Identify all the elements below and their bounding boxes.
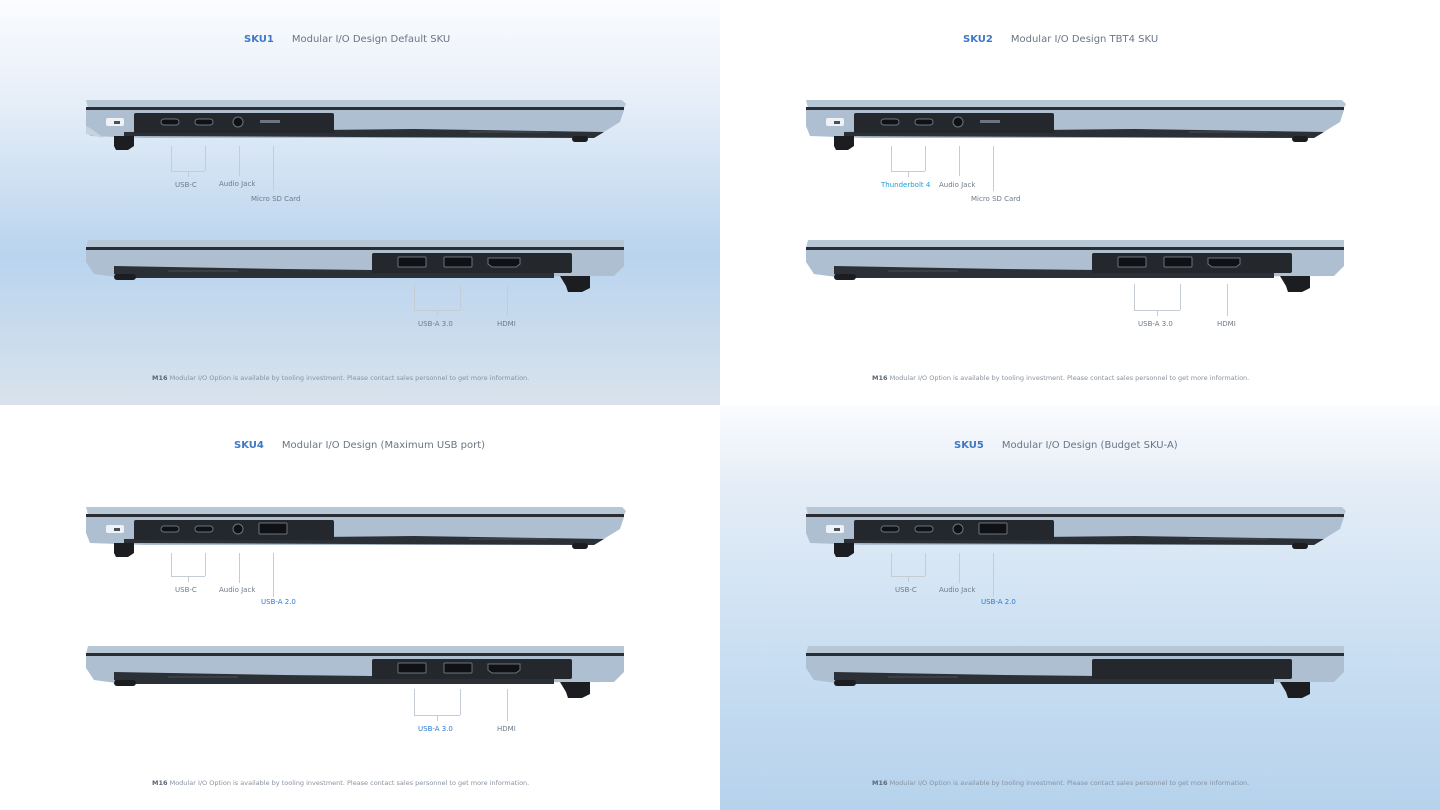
- label-micro-sd: Micro SD Card: [971, 195, 1021, 203]
- usb-c-port-icon: [880, 525, 900, 533]
- usb-c-port-icon: [914, 525, 934, 533]
- footer-note: M16 Modular I/O Option is available by t…: [872, 374, 1250, 382]
- label-hdmi: HDMI: [497, 320, 516, 328]
- footer-note: M16 Modular I/O Option is available by t…: [872, 779, 1250, 787]
- footer-note: M16 Modular I/O Option is available by t…: [152, 779, 530, 787]
- audio-jack-icon: [952, 523, 964, 535]
- usb-c-port-icon: [880, 118, 900, 126]
- usb-a-port-icon: [443, 256, 473, 268]
- label-usb-a-2: USB-A 2.0: [981, 598, 1016, 606]
- usb-c-port-icon: [160, 118, 180, 126]
- hdmi-port-icon: [487, 663, 521, 674]
- label-audio-jack: Audio Jack: [939, 181, 976, 189]
- label-audio-jack: Audio Jack: [939, 586, 976, 594]
- panel-sku2: SKU2 Modular I/O Design TBT4 SKU: [720, 0, 1440, 405]
- audio-jack-icon: [232, 116, 244, 128]
- usb-a-port-icon: [397, 662, 427, 674]
- sku-description: Modular I/O Design Default SKU: [291, 34, 451, 45]
- panel-sku1: SKU1 Modular I/O Design Default SKU: [0, 0, 720, 405]
- usb-c-port-icon: [194, 525, 214, 533]
- microsd-slot-icon: [260, 120, 280, 123]
- laptop-left-side-icon: [84, 503, 626, 563]
- sku-code: SKU2: [963, 34, 993, 45]
- audio-jack-icon: [232, 523, 244, 535]
- label-usb-a-3: USB-A 3.0: [1138, 320, 1173, 328]
- microsd-slot-icon: [980, 120, 1000, 123]
- panel-title: SKU2 Modular I/O Design TBT4 SKU: [963, 34, 1158, 45]
- usb-c-port-icon: [914, 118, 934, 126]
- label-audio-jack: Audio Jack: [219, 586, 256, 594]
- laptop-left-side-icon: [84, 96, 626, 156]
- label-usb-c: USB-C: [175, 181, 197, 189]
- laptop-right-side-icon: [84, 236, 626, 296]
- usb-a-port-icon: [443, 662, 473, 674]
- sku-code: SKU1: [244, 34, 274, 45]
- label-usb-a-3: USB-A 3.0: [418, 320, 453, 328]
- hdmi-port-icon: [1207, 257, 1241, 268]
- usb-c-port-icon: [160, 525, 180, 533]
- label-usb-a-2: USB-A 2.0: [261, 598, 296, 606]
- sku-code: SKU5: [954, 440, 984, 451]
- audio-jack-icon: [952, 116, 964, 128]
- usb-a-port-icon: [397, 256, 427, 268]
- panel-sku4: SKU4 Modular I/O Design (Maximum USB port…: [0, 405, 720, 810]
- usb-a-port-icon: [258, 522, 288, 535]
- label-audio-jack: Audio Jack: [219, 180, 256, 188]
- laptop-left-side-icon: [804, 503, 1346, 563]
- usb-a-port-icon: [1117, 256, 1147, 268]
- usb-a-port-icon: [1163, 256, 1193, 268]
- label-micro-sd: Micro SD Card: [251, 195, 301, 203]
- panel-title: SKU4 Modular I/O Design (Maximum USB port…: [234, 440, 485, 451]
- label-hdmi: HDMI: [1217, 320, 1236, 328]
- sku-code: SKU4: [234, 440, 264, 451]
- sku-description: Modular I/O Design TBT4 SKU: [1010, 34, 1159, 45]
- panel-title: SKU1 Modular I/O Design Default SKU: [244, 34, 450, 45]
- label-hdmi: HDMI: [497, 725, 516, 733]
- label-usb-c: USB-C: [895, 586, 917, 594]
- label-usb-a-3: USB-A 3.0: [418, 725, 453, 733]
- usb-a-port-icon: [978, 522, 1008, 535]
- label-thunderbolt-4: Thunderbolt 4: [881, 181, 931, 189]
- panel-title: SKU5 Modular I/O Design (Budget SKU-A): [954, 440, 1178, 451]
- sku-description: Modular I/O Design (Budget SKU-A): [1001, 440, 1178, 451]
- usb-c-port-icon: [194, 118, 214, 126]
- laptop-right-side-icon: [804, 642, 1346, 702]
- laptop-right-side-icon: [84, 642, 626, 702]
- label-usb-c: USB-C: [175, 586, 197, 594]
- panel-sku5: SKU5 Modular I/O Design (Budget SKU-A): [720, 405, 1440, 810]
- laptop-left-side-icon: [804, 96, 1346, 156]
- footer-note: M16 Modular I/O Option is available by t…: [152, 374, 530, 382]
- sku-description: Modular I/O Design (Maximum USB port): [281, 440, 486, 451]
- laptop-right-side-icon: [804, 236, 1346, 296]
- hdmi-port-icon: [487, 257, 521, 268]
